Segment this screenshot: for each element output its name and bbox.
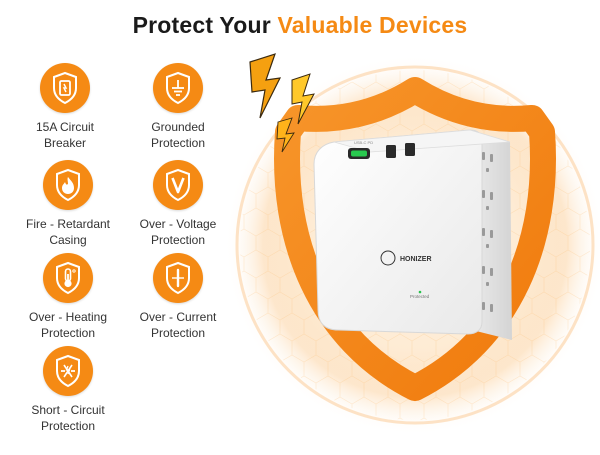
product-scene: USB-C PD HONIZER Protected	[220, 40, 600, 450]
feature-circuit-breaker: 15A Circuit Breaker	[0, 63, 130, 151]
feature-label: Fire - Retardant Casing	[25, 217, 111, 247]
feature-label: Over - Voltage Protection	[139, 217, 217, 247]
shield-icon	[274, 77, 556, 401]
status-led	[418, 290, 422, 294]
usb-c-port-led	[351, 150, 367, 157]
halo-ring	[235, 65, 595, 425]
brand-logo-icon	[380, 250, 396, 266]
feature-short-circuit: Short - Circuit Protection	[3, 346, 133, 434]
feature-over-voltage: Over - Voltage Protection	[113, 160, 243, 248]
feature-label: Short - Circuit Protection	[31, 403, 105, 433]
title-prefix: Protect Your	[132, 12, 271, 38]
feature-grounded-protection: Grounded Protection	[113, 63, 243, 151]
current-icon	[153, 253, 203, 303]
status-text: Protected	[410, 294, 430, 299]
device-body	[313, 129, 483, 335]
circuit-breaker-icon	[40, 63, 90, 113]
feature-over-current: Over - Current Protection	[113, 253, 243, 341]
lightning-bolt-icon	[276, 117, 295, 153]
feature-label: Over - Current Protection	[139, 310, 217, 340]
feature-fire-retardant: Fire - Retardant Casing	[3, 160, 133, 248]
feature-label: 15A Circuit Breaker	[35, 120, 95, 150]
feature-label: Over - Heating Protection	[28, 310, 108, 340]
usb-a-port	[405, 143, 415, 156]
thermometer-icon	[43, 253, 93, 303]
voltage-icon	[153, 160, 203, 210]
title-highlight: Valuable Devices	[277, 12, 468, 38]
brand-name: HONIZER	[400, 256, 432, 263]
usb-a-port	[386, 145, 396, 158]
page-title: Protect Your Valuable Devices	[0, 12, 600, 39]
product-illustration: USB-C PD HONIZER Protected	[225, 53, 600, 435]
lightning-bolt-icon	[291, 73, 315, 125]
grounded-protection-icon	[153, 63, 203, 113]
short-circuit-icon	[43, 346, 93, 396]
side-outlets	[482, 152, 493, 312]
lightning-bolt-icon	[249, 53, 282, 119]
usb-c-label: USB-C PD	[354, 140, 373, 145]
feature-over-heating: Over - Heating Protection	[3, 253, 133, 341]
fire-icon	[43, 160, 93, 210]
feature-label: Grounded Protection	[150, 120, 206, 150]
